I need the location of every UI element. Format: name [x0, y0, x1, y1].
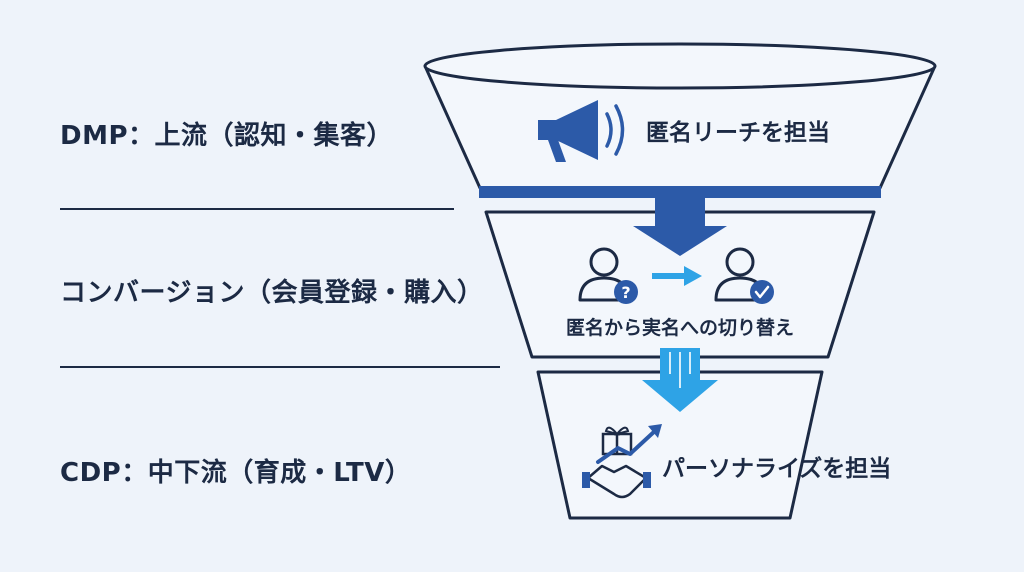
- funnel-section-middle: [484, 210, 876, 359]
- verified-user-icon: [714, 247, 774, 304]
- svg-text:?: ?: [621, 283, 630, 302]
- funnel-section-top: [423, 42, 937, 198]
- megaphone-icon: [538, 100, 625, 162]
- stage-3-label: CDP：中下流（育成・LTV）: [60, 458, 412, 488]
- stage-2-label: コンバージョン（会員登録・購入）: [60, 278, 484, 308]
- anonymous-user-icon: ?: [578, 247, 638, 304]
- flow-arrow-down-1: [633, 198, 727, 256]
- flow-arrow-down-2: [642, 348, 718, 412]
- stage-2-caption: 匿名から実名への切り替え: [566, 316, 794, 339]
- stage-1-caption: 匿名リーチを担当: [646, 119, 830, 146]
- handshake-gift-growth-icon: [582, 424, 662, 499]
- top-section-band: [479, 186, 881, 198]
- divider-line-1: [60, 208, 454, 210]
- stage-1-label: DMP：上流（認知・集客）: [60, 121, 394, 151]
- stage-3-caption: パーソナライズを担当: [662, 455, 891, 482]
- transition-arrow-right: [652, 266, 702, 286]
- funnel-section-bottom: [536, 370, 824, 520]
- divider-line-2: [60, 366, 500, 368]
